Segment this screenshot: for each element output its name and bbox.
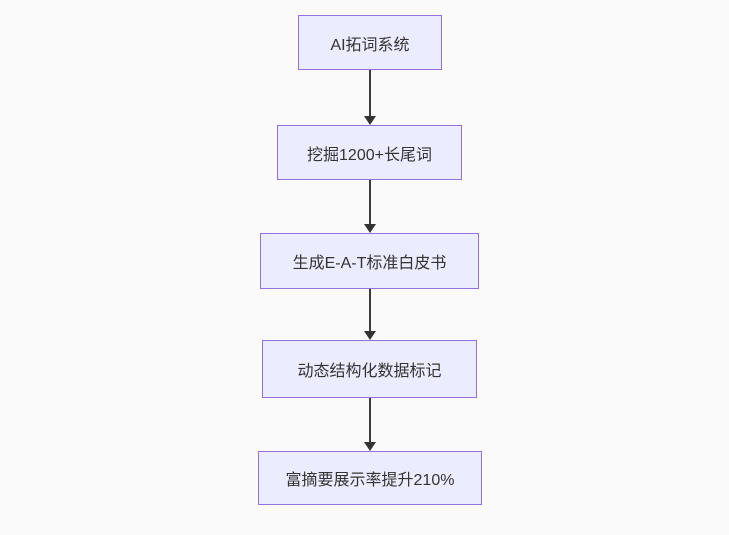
flow-node-label: AI拓词系统 (330, 36, 410, 54)
flow-node-rich-snippet-result: 富摘要展示率提升210% (258, 451, 482, 505)
flow-arrow-2 (369, 180, 371, 224)
flow-arrow-3 (369, 289, 371, 331)
flow-node-label: 挖掘1200+长尾词 (307, 146, 432, 164)
flow-arrow-4 (369, 398, 371, 442)
flow-node-ai-word-expansion: AI拓词系统 (298, 15, 442, 70)
flow-node-structured-data-markup: 动态结构化数据标记 (262, 340, 477, 398)
flow-node-label: 富摘要展示率提升210% (285, 472, 455, 489)
flow-node-label: 动态结构化数据标记 (297, 363, 442, 380)
flow-arrow-1 (369, 70, 371, 116)
flow-node-longtail-mining: 挖掘1200+长尾词 (277, 125, 462, 180)
flow-node-eat-whitepaper: 生成E-A-T标准白皮书 (260, 233, 479, 289)
flow-node-label: 生成E-A-T标准白皮书 (292, 255, 447, 272)
